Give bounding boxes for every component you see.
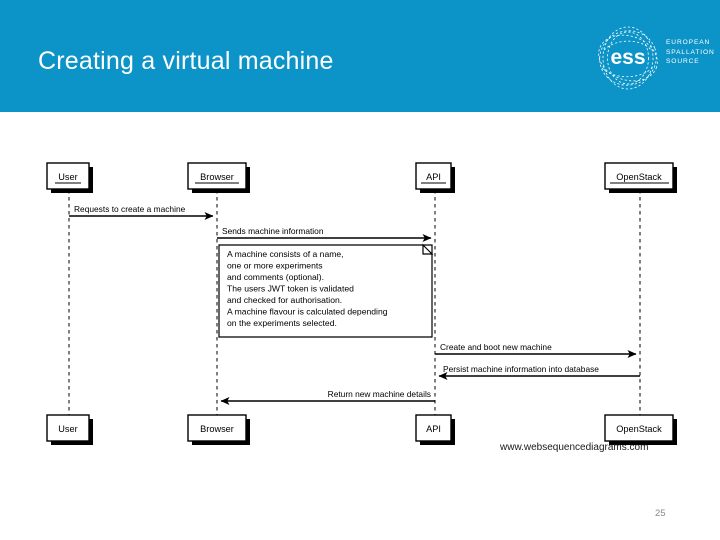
actor-box-api-bottom[interactable]: API — [415, 414, 455, 445]
ess-wordmark-line-3: SOURCE — [666, 58, 700, 66]
ess-mark-text: ess — [610, 46, 645, 69]
note-line-2: one or more experiments — [227, 261, 323, 271]
actor-box-openstack-top[interactable]: OpenStack — [604, 162, 677, 193]
message-create-and-boot-new-machine: Create and boot new machine — [435, 342, 637, 358]
actor-box-user-bottom[interactable]: User — [46, 414, 93, 445]
message-label-5: Return new machine details — [328, 389, 431, 399]
message-sends-machine-information: Sends machine information — [217, 226, 432, 242]
note-line-5: and checked for authorisation. — [227, 295, 342, 305]
slide-page-number: 25 — [655, 508, 666, 519]
message-label-2: Sends machine information — [222, 226, 324, 236]
note-line-1: A machine consists of a name, — [227, 249, 344, 259]
ess-wordmark-line-1: EUROPEAN — [666, 39, 711, 46]
message-label-4: Persist machine information into databas… — [443, 364, 599, 374]
message-label-1: Requests to create a machine — [74, 204, 186, 214]
actor-box-browser-bottom[interactable]: Browser — [187, 414, 250, 445]
note-line-7: on the experiments selected. — [227, 318, 337, 328]
actor-box-user-top[interactable]: User — [46, 162, 93, 193]
actor-label-browser-bottom: Browser — [200, 424, 234, 434]
actor-label-browser-top: Browser — [200, 172, 234, 182]
message-requests-to-create-a-machine: Requests to create a machine — [69, 204, 214, 220]
ess-wordmark: EUROPEAN SPALLATION SOURCE — [666, 38, 715, 67]
actor-label-user-bottom: User — [58, 424, 77, 434]
ess-wordmark-line-2: SPALLATION — [666, 48, 715, 56]
message-label-3: Create and boot new machine — [440, 342, 552, 352]
sequence-diagram: User Browser API OpenStack Requests to c… — [34, 158, 694, 458]
note-line-4: The users JWT token is validated — [227, 284, 354, 294]
actor-label-openstack-bottom: OpenStack — [616, 424, 662, 434]
actor-label-api-bottom: API — [426, 424, 441, 434]
actor-label-api-top: API — [426, 172, 441, 182]
note-box: A machine consists of a name, one or mor… — [218, 243, 434, 338]
diagram-watermark: www.websequencediagrams.com — [499, 442, 648, 453]
ess-logo: ess EUROPEAN SPALLATION SOURCE — [592, 22, 715, 94]
actor-label-openstack-top: OpenStack — [616, 172, 662, 182]
note-line-3: and comments (optional). — [227, 272, 324, 282]
ess-circular-mark-icon: ess — [598, 26, 658, 90]
actor-box-openstack-bottom[interactable]: OpenStack — [604, 414, 677, 445]
message-persist-machine-information-into-database: Persist machine information into databas… — [438, 364, 640, 380]
lifelines — [68, 190, 641, 418]
actor-box-browser-top[interactable]: Browser — [187, 162, 250, 193]
note-line-6: A machine flavour is calculated dependin… — [227, 307, 388, 317]
page-title: Creating a virtual machine — [38, 47, 334, 75]
actor-label-user-top: User — [58, 172, 77, 182]
message-return-new-machine-details: Return new machine details — [220, 389, 435, 405]
actor-box-api-top[interactable]: API — [415, 162, 455, 193]
